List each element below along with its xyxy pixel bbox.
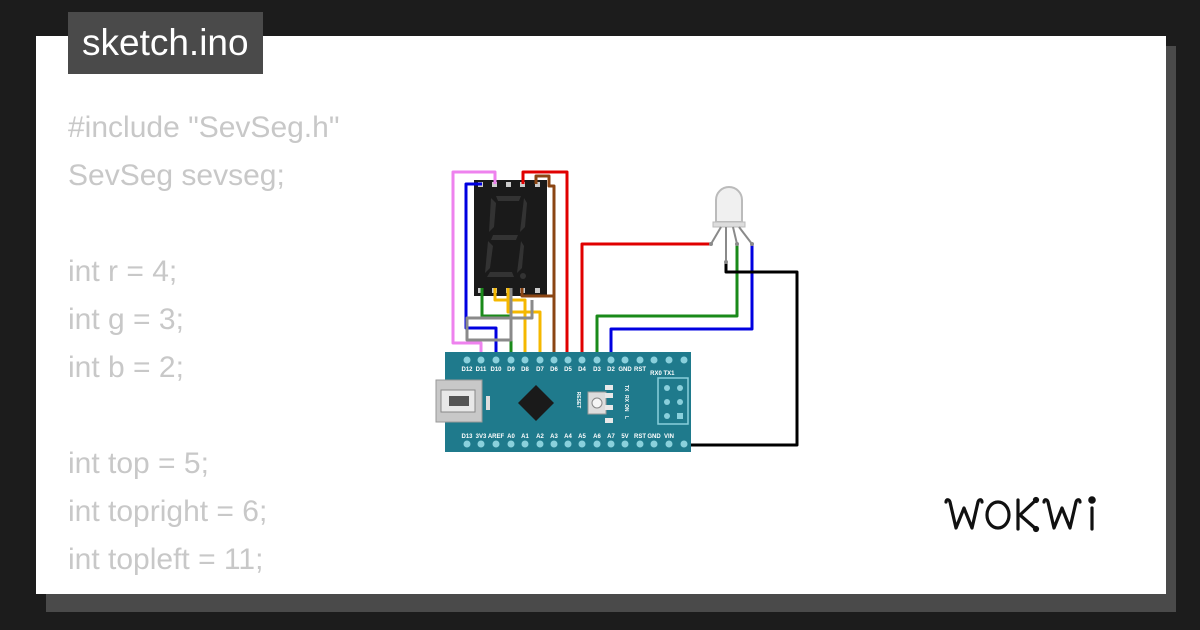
pin-label: A0 (507, 434, 515, 440)
pin-label: D4 (578, 367, 586, 373)
pin-label: D5 (564, 367, 572, 373)
pin-label: D6 (550, 367, 558, 373)
code-line: int topright = 6; (68, 495, 268, 528)
wokwi-logo (944, 496, 1096, 533)
reset-label: RESET (575, 392, 581, 409)
pin-label: AREF (488, 434, 505, 440)
code-line: int topleft = 11; (68, 543, 264, 576)
tx-label: TX (623, 385, 629, 392)
rx-label: RX (623, 395, 629, 403)
pin-label: D7 (536, 367, 544, 373)
pin-label: 3V3 (476, 434, 487, 440)
code-line: int top = 5; (68, 447, 209, 480)
pin-label: D9 (507, 367, 515, 373)
l-label: L (623, 416, 629, 419)
pin-label: VIN (664, 434, 674, 440)
pin-label: D3 (593, 367, 601, 373)
code-line: int g = 3; (68, 303, 184, 336)
file-tab[interactable]: sketch.ino (68, 12, 263, 74)
code-line: int b = 2; (68, 351, 184, 384)
pin-label: 5V (621, 434, 628, 440)
code-line: int r = 4; (68, 255, 178, 288)
pin-label: GND (647, 434, 661, 440)
pin-label: D2 (607, 367, 615, 373)
arduino-nano-board[interactable]: D12 D11 D10 D9 D8 D7 D6 D5 D4 D3 D2 GND … (435, 352, 691, 452)
code-preview: #include "SevSeg.h" SevSeg sevseg; int r =… (68, 104, 339, 594)
reset-button[interactable] (587, 391, 607, 415)
seven-segment-display[interactable] (474, 180, 547, 296)
usb-port (435, 379, 483, 423)
rgb-led[interactable] (710, 186, 753, 262)
code-line: int middle = 12; (68, 584, 339, 594)
pin-label: RST (634, 434, 646, 440)
pin-label: A6 (593, 434, 601, 440)
pin-label: A7 (607, 434, 615, 440)
pin-label: A4 (564, 434, 572, 440)
pin-label: D11 (476, 367, 487, 373)
pin-label: A5 (578, 434, 586, 440)
pin-label: RST (634, 367, 646, 373)
pin-label: A3 (550, 434, 558, 440)
code-line: SevSeg sevseg; (68, 159, 285, 192)
icsp-header (657, 377, 689, 425)
pin-label: TX1 (663, 371, 675, 377)
pin-label: D12 (461, 367, 473, 373)
wires (451, 170, 799, 447)
pin-label: GND (618, 367, 632, 373)
pin-label: D8 (521, 367, 529, 373)
on-label: ON (623, 404, 629, 412)
pin-label: D13 (461, 434, 473, 440)
pin-label: D10 (490, 367, 502, 373)
status-leds (605, 385, 613, 423)
microcontroller-chip (518, 385, 554, 421)
pin-label: A2 (536, 434, 544, 440)
pin-label: A1 (521, 434, 529, 440)
code-line: #include "SevSeg.h" (68, 111, 340, 144)
pin-label: RX0 (650, 371, 662, 377)
